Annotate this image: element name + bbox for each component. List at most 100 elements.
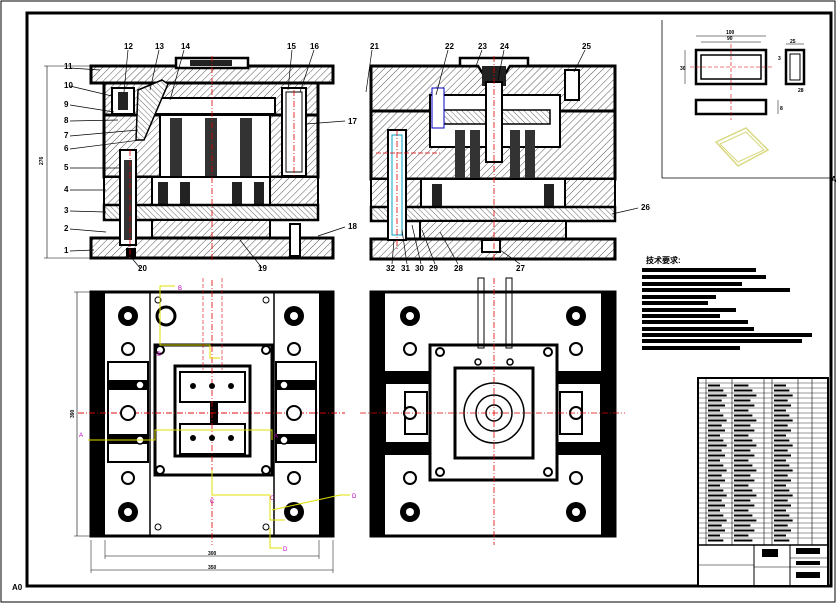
parts-list-cell-text [734, 469, 757, 472]
part-dim-28: 28 [798, 88, 804, 94]
callout-16: 16 [310, 42, 319, 51]
callout-11: 11 [64, 62, 73, 71]
parts-list-cell-text [708, 539, 724, 542]
parts-list-cell-text [734, 409, 749, 412]
parts-list-cell-text [734, 424, 751, 427]
parts-list-cell-text [708, 514, 724, 517]
parts-list-cell-text [734, 474, 751, 477]
parts-list-cell-text [708, 434, 720, 437]
parts-list-cell-text [708, 444, 727, 447]
parts-list-cell-text [774, 489, 790, 492]
parts-list-cell-text [708, 424, 722, 427]
sheet-border-inner [25, 11, 833, 588]
title-part-code: 02 [767, 552, 773, 558]
parts-list-cell-text [734, 519, 757, 522]
callout-12: 12 [124, 42, 133, 51]
parts-list-cell-text [708, 494, 727, 497]
callout-1: 1 [64, 246, 69, 255]
parts-list-cell-text [734, 444, 757, 447]
parts-list-cell-text [774, 419, 793, 422]
callout-20: 20 [138, 264, 147, 273]
callout-15: 15 [287, 42, 296, 51]
parts-list-cell-text [774, 484, 786, 487]
parts-list-cell-text [734, 429, 755, 432]
parts-list-cell-text [708, 389, 724, 392]
parts-list-cell-text [774, 519, 793, 522]
parts-list-cell-text [774, 464, 790, 467]
corner-mark-a: A [831, 175, 836, 184]
width-dimension-350: 350 [208, 565, 217, 571]
parts-list-cell-text [734, 524, 751, 527]
callout-19: 19 [258, 264, 267, 273]
callout-23: 23 [478, 42, 487, 51]
section-mark-c-bottom: C [210, 499, 215, 505]
plan-left-cooling-lines: B B A A C C D D [79, 278, 357, 553]
parts-list-cell-text [734, 529, 755, 532]
parts-list-cell-text [734, 499, 751, 502]
callout-2: 2 [64, 224, 69, 233]
parts-list-cell-text [774, 509, 786, 512]
parts-list-cell-text [734, 504, 755, 507]
sheet-size-label: A0 [12, 583, 23, 592]
height-dimension-276: 276 [39, 156, 45, 165]
right-view-callouts: 21 22 23 24 25 26 32 31 30 29 28 27 [365, 42, 650, 273]
callout-9: 9 [64, 100, 69, 109]
callout-28: 28 [454, 264, 463, 273]
parts-list-cell-text [734, 434, 749, 437]
parts-list-cell-text [708, 459, 720, 462]
parts-list-cell-text [774, 459, 786, 462]
callout-10: 10 [64, 81, 73, 90]
part-detail-panel: 100 90 30 25 28 8 3 A [661, 20, 836, 184]
parts-list-cell-text [774, 444, 793, 447]
plan-view-right [360, 277, 625, 545]
parts-list-cell-text [774, 384, 786, 387]
plan-left-holes [118, 296, 304, 531]
parts-list-cell-text [708, 439, 724, 442]
section-mark-b-mid: B [157, 352, 161, 358]
height-dimension-390: 390 [70, 409, 76, 418]
callout-18: 18 [348, 222, 357, 231]
parts-list-cell-text [734, 459, 749, 462]
callout-27: 27 [516, 264, 525, 273]
callout-7: 7 [64, 131, 69, 140]
section-mark-a-left: A [79, 433, 83, 439]
parts-list-cell-text [774, 454, 791, 457]
parts-list-cell-text [774, 439, 790, 442]
parts-list-cell-text [774, 474, 788, 477]
parts-list-cell-text [708, 504, 725, 507]
parts-list-row-marks [698, 382, 828, 542]
parts-list-cell-text [774, 494, 793, 497]
parts-list-cell-text [734, 384, 749, 387]
parts-list-cell-text [708, 399, 722, 402]
parts-list-cell-text [774, 524, 788, 527]
section-mark-b-top: B [178, 286, 182, 292]
parts-list-cell-text [708, 534, 720, 537]
parts-list-cell-text [774, 429, 791, 432]
parts-list-cell-text [774, 394, 793, 397]
part-dim-100: 100 [726, 30, 735, 36]
parts-list-cell-text [774, 469, 793, 472]
parts-list-cell-text [734, 414, 753, 417]
parts-list-cell-text [774, 449, 788, 452]
part-dim-25: 25 [790, 39, 796, 45]
parts-list-cell-text [734, 449, 751, 452]
parts-list-cell-text [734, 419, 757, 422]
parts-list-cell-text [708, 489, 724, 492]
part-dim-8: 8 [780, 106, 783, 112]
parts-list-cell-text [708, 469, 727, 472]
parts-list-cell-text [734, 439, 753, 442]
parts-list-cell-text [774, 404, 791, 407]
parts-list-cell-text [734, 489, 753, 492]
callout-22: 22 [445, 42, 454, 51]
parts-list-cell-text [708, 509, 720, 512]
parts-list-cell-text [708, 474, 722, 477]
parts-list-cell-text [708, 524, 722, 527]
callout-13: 13 [155, 42, 164, 51]
callout-8: 8 [64, 116, 69, 125]
parts-list-cell-text [774, 514, 790, 517]
parts-list-table [697, 377, 829, 587]
callout-24: 24 [500, 42, 509, 51]
parts-list-cell-text [774, 504, 791, 507]
